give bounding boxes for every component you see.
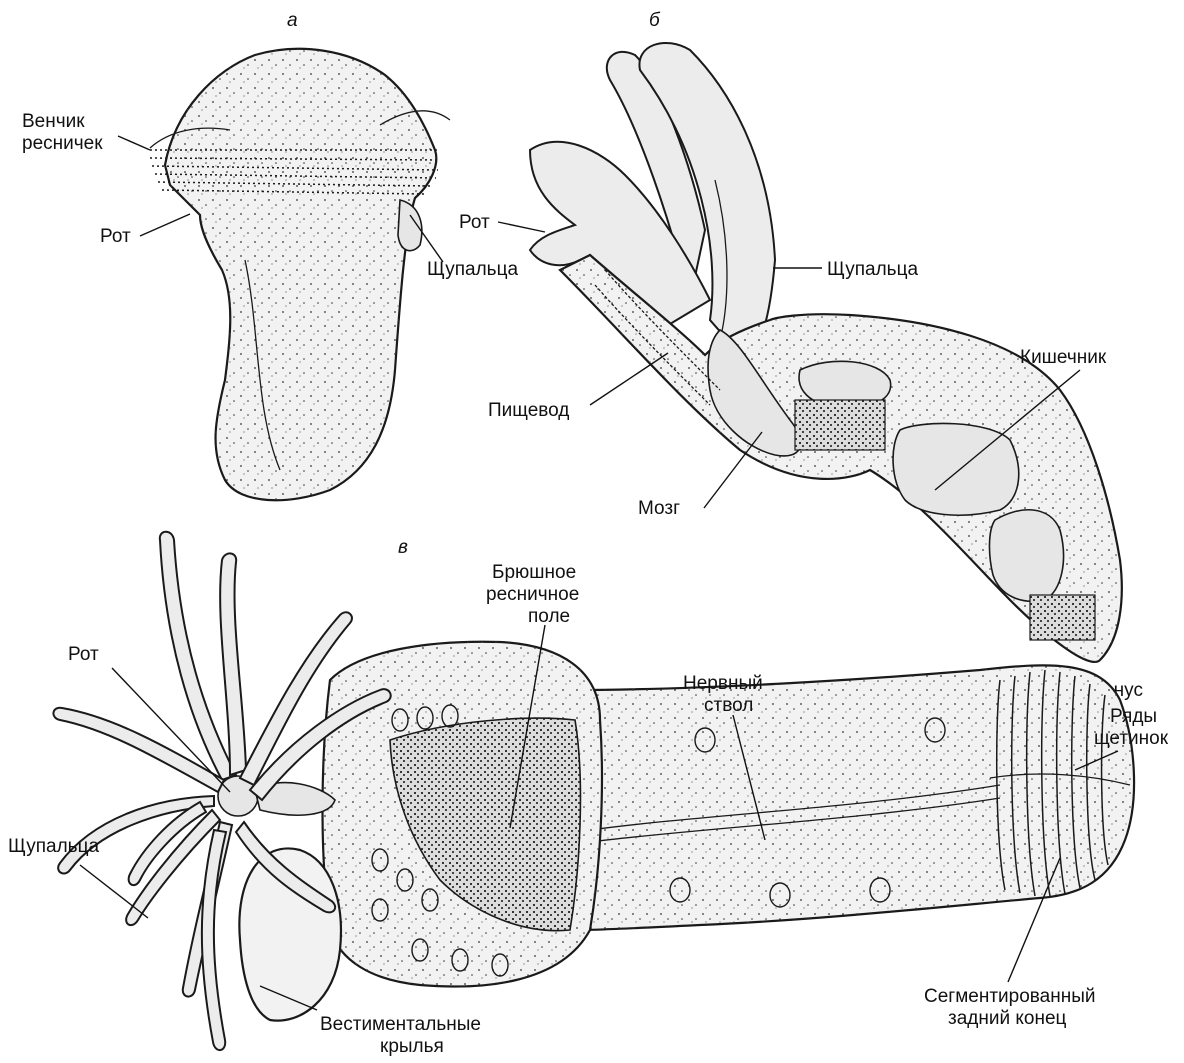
panel-c-label-bristles-1: Ряды: [1110, 706, 1157, 727]
panel-c-label-wings-1: Вестиментальные: [320, 1014, 481, 1035]
panel-a-label-mouth: Рот: [100, 226, 131, 247]
panel-a-leader-mouth: [140, 214, 190, 236]
panel-c-label-bristles-2: щетинок: [1094, 728, 1169, 749]
panel-c-label-mouth: Рот: [68, 644, 99, 665]
panel-b-letter: б: [649, 10, 661, 31]
panel-a-leader-cilia: [118, 136, 150, 150]
panel-b-label-tentacles: Щупальца: [827, 259, 918, 280]
panel-b-leader-mouth: [498, 222, 545, 232]
panel-c-label-segmented-1: Сегментированный: [924, 986, 1096, 1007]
panel-b-label-esophagus: Пищевод: [488, 400, 569, 421]
panel-b-gonad: [795, 400, 885, 450]
panel-c-letter: в: [398, 537, 408, 558]
panel-c-label-nerve-2: ствол: [704, 695, 753, 716]
panel-a-label-tentacles: Щупальца: [427, 259, 518, 280]
panel-c-label-wings-2: крылья: [380, 1036, 444, 1057]
panel-b-label-brain: Мозг: [638, 498, 680, 519]
panel-b-leader-esophagus: [590, 353, 668, 405]
panel-b-intestine-2: [989, 510, 1063, 602]
panel-c-label-ciliary-1: Брюшное: [492, 562, 576, 583]
panel-c-label-tentacles: Щупальца: [8, 836, 99, 857]
panel-a-letter: а: [287, 10, 298, 31]
panel-a-label-cilia-2: ресничек: [22, 133, 103, 154]
panel-c: в: [8, 532, 1169, 1057]
panel-c-label-ciliary-3: поле: [528, 606, 570, 627]
panel-a: а Венчик ресничек Рот Щупальца: [22, 10, 518, 500]
panel-c-label-nerve-1: Нервный: [683, 673, 763, 694]
panel-a-label-cilia-1: Венчик: [22, 111, 85, 132]
panel-c-label-segmented-2: задний конец: [948, 1008, 1067, 1029]
panel-b-label-mouth: Рот: [459, 212, 490, 233]
panel-a-tentacle-lobe: [398, 200, 422, 251]
panel-c-label-ciliary-2: ресничное: [486, 584, 579, 605]
panel-b-rectum: [1030, 595, 1095, 640]
panel-b-label-intestine: Кишечник: [1020, 347, 1107, 368]
